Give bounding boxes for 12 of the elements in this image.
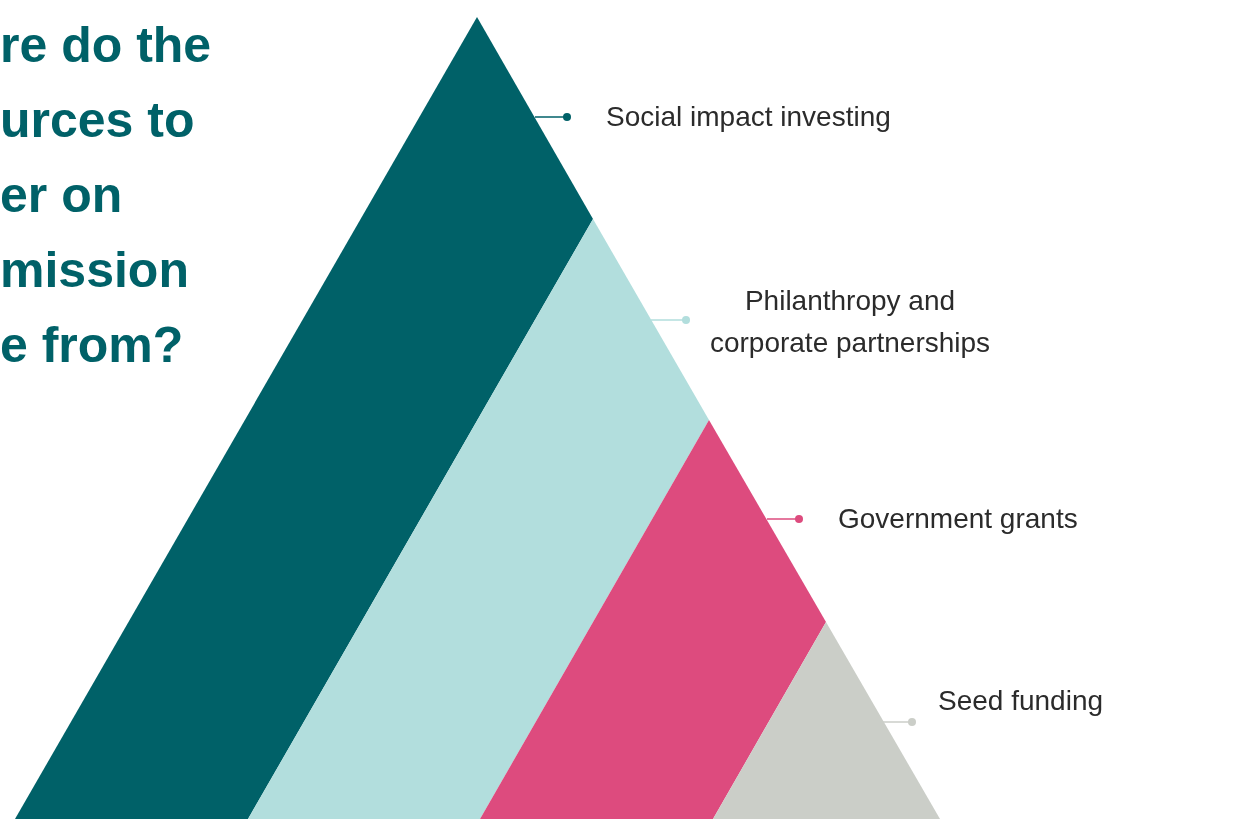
funding-source-label: Philanthropy and corporate partnerships	[700, 280, 1000, 364]
leader-line	[881, 718, 916, 726]
title: re do the urces to er on mission e from?	[0, 16, 213, 375]
triangle-band	[713, 622, 940, 819]
triangle-band	[480, 420, 826, 819]
leader-line	[534, 113, 571, 121]
leader-line	[766, 515, 803, 523]
triangle-band	[248, 219, 709, 819]
funding-source-label: Seed funding	[938, 680, 1138, 722]
leader-line	[650, 316, 690, 324]
funding-source-label: Social impact investing	[606, 96, 936, 138]
funding-source-label: Government grants	[838, 498, 1128, 540]
